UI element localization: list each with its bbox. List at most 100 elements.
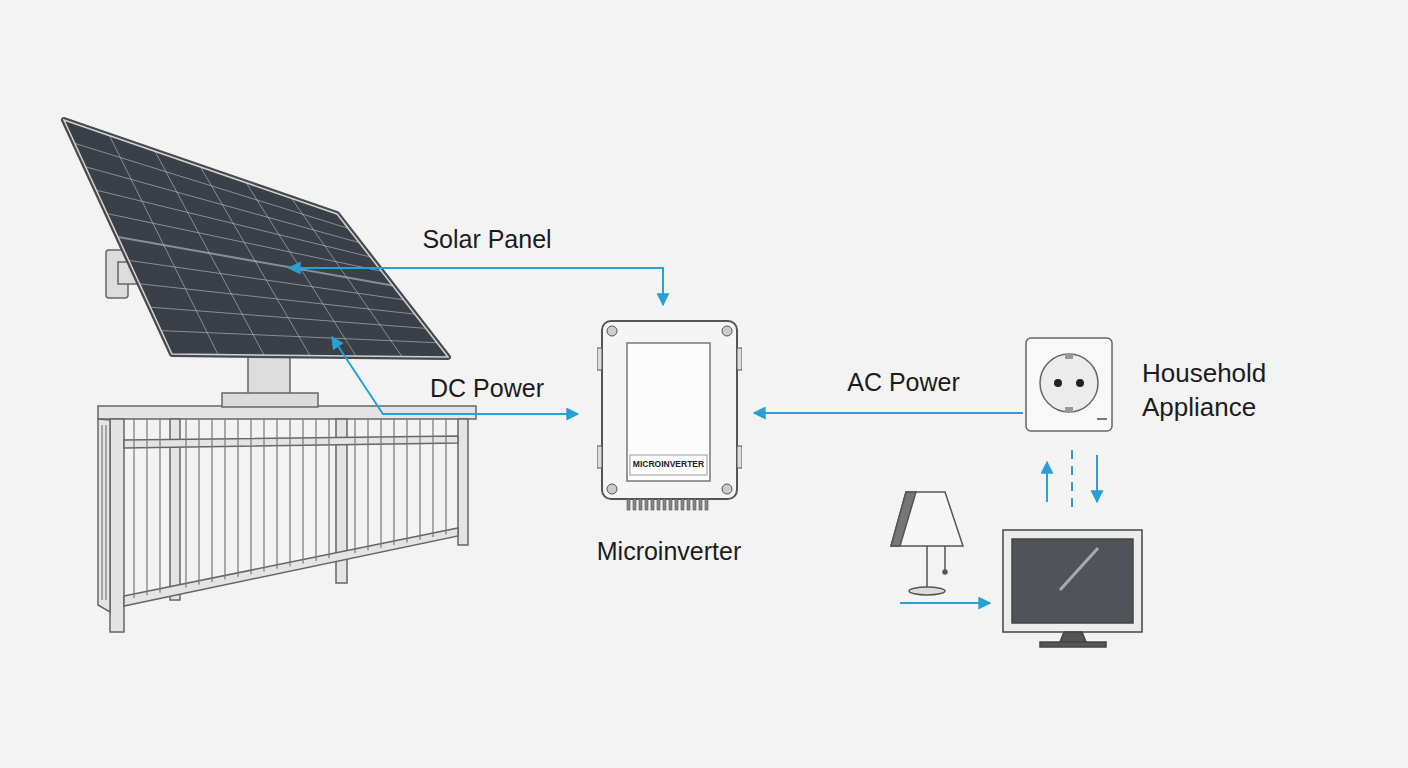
lamp-illustration: [891, 492, 916, 546]
connector-label: AC Power: [844, 368, 963, 397]
railing-balusters: [105, 425, 106, 600]
railing-balusters: [102, 419, 446, 600]
railing-balusters: [419, 419, 420, 540]
microinverter-housing-part: [722, 326, 732, 336]
lamp-illustration: [943, 570, 947, 574]
socket-part: [1065, 354, 1073, 359]
microinverter-housing-part: [607, 484, 617, 494]
television-illustration: [1060, 548, 1098, 590]
railing-balusters: [354, 419, 355, 553]
socket-part: [1065, 407, 1073, 412]
lamp-illustration: [891, 492, 963, 595]
railing-balusters: [328, 419, 329, 558]
balcony-railing: [124, 436, 458, 448]
node-heading: Household Appliance: [1142, 357, 1307, 425]
microinverter-housing-part: [722, 484, 732, 494]
wall-socket: Household Appliance: [1025, 337, 1113, 432]
railing-balusters: [289, 419, 290, 566]
microinverter-housing-part: [651, 499, 654, 510]
balcony-railing: [98, 406, 476, 632]
television-illustration: [1003, 530, 1142, 647]
railing-balusters: [250, 419, 251, 574]
microinverter-housing-part: [699, 499, 702, 510]
microinverter-housing-part: [705, 499, 708, 510]
solar-panel-illustration: [75, 136, 437, 357]
node-heading: Microinverter: [597, 537, 741, 566]
flow-arrows: [332, 337, 578, 414]
railing-balusters: [224, 419, 225, 579]
television-illustration: [1003, 530, 1142, 632]
microinverter-housing-part: [597, 446, 602, 468]
device-marking: MICROINVERTER: [627, 459, 710, 469]
flow-arrows: [1046, 462, 1048, 502]
power-connector: [754, 412, 1023, 414]
flow-label: Solar Panel: [419, 225, 554, 254]
socket-part: [1076, 379, 1084, 387]
microinverter-housing-part: [639, 499, 642, 510]
television-illustration: [1012, 539, 1133, 623]
solar-panel-illustration: [96, 190, 370, 257]
railing-balusters: [302, 419, 303, 564]
panel-mount: [222, 393, 318, 407]
microinverter-housing-part: [657, 499, 660, 510]
railing-balusters: [101, 425, 102, 600]
railing-balusters: [133, 419, 134, 598]
railing-balusters: [185, 419, 186, 587]
microinverter-housing-part: [602, 321, 737, 499]
balcony-railing: [98, 406, 476, 419]
balcony-railing: [98, 419, 110, 612]
microinverter-housing-part: [737, 348, 742, 370]
television-illustration: [1060, 632, 1086, 642]
microinverter-housing-part: [737, 446, 742, 468]
railing-balusters: [432, 419, 433, 537]
microinverter-housing-part: [633, 499, 636, 510]
television-illustration: [1040, 642, 1106, 647]
solar-panel-illustration: [129, 260, 404, 299]
microinverter-housing-part: [607, 326, 617, 336]
balcony-railing: [110, 419, 124, 632]
flow-arrows: [289, 268, 1097, 603]
railing-balusters: [198, 419, 199, 585]
solar-panel-illustration: [161, 331, 437, 343]
balcony-railing: [458, 419, 468, 545]
railing-balusters: [159, 419, 160, 593]
solar-panel-illustration: [150, 307, 425, 328]
railing-balusters: [263, 419, 264, 571]
railing-balusters: [406, 419, 407, 542]
railing-balusters: [276, 419, 277, 569]
solar-panel-illustration: [64, 120, 448, 357]
railing-balusters: [367, 419, 368, 550]
microinverter-housing-part: [645, 499, 648, 510]
solar-panel-illustration: [64, 120, 448, 357]
flow-arrows: [900, 602, 990, 604]
railing-balusters: [146, 419, 147, 595]
flow-arrows: [1096, 455, 1098, 502]
microinverter-box: MICROINVERTERMicroinverter: [597, 318, 742, 512]
solar-panel-illustration: [64, 120, 448, 357]
lamp-illustration: [926, 546, 928, 588]
solar-panel-illustration: [86, 167, 360, 243]
balcony-railing: [124, 528, 458, 606]
socket-part: [1040, 354, 1098, 412]
microinverter-housing-part: [675, 499, 678, 510]
microinverter-housing-part: [669, 499, 672, 510]
railing-balusters: [315, 419, 316, 561]
railing-balusters: [211, 419, 212, 582]
railing-balusters: [393, 419, 394, 545]
microinverter-housing-part: [663, 499, 666, 510]
flow-arrows: [1071, 450, 1073, 508]
socket-part: [1097, 418, 1107, 420]
flow-arrows: [289, 268, 663, 305]
railing-balusters: [445, 419, 446, 534]
socket-part: [1026, 338, 1112, 431]
socket-part: [1054, 379, 1062, 387]
socket-outline: [1025, 337, 1113, 432]
railing-balusters: [237, 419, 238, 577]
microinverter-housing-part: [627, 343, 710, 481]
microinverter-housing-part: [681, 499, 684, 510]
microinverter-housing: [597, 318, 742, 512]
flow-label: DC Power: [427, 374, 547, 403]
microinverter-housing-part: [693, 499, 696, 510]
microinverter-housing-part: [687, 499, 690, 510]
